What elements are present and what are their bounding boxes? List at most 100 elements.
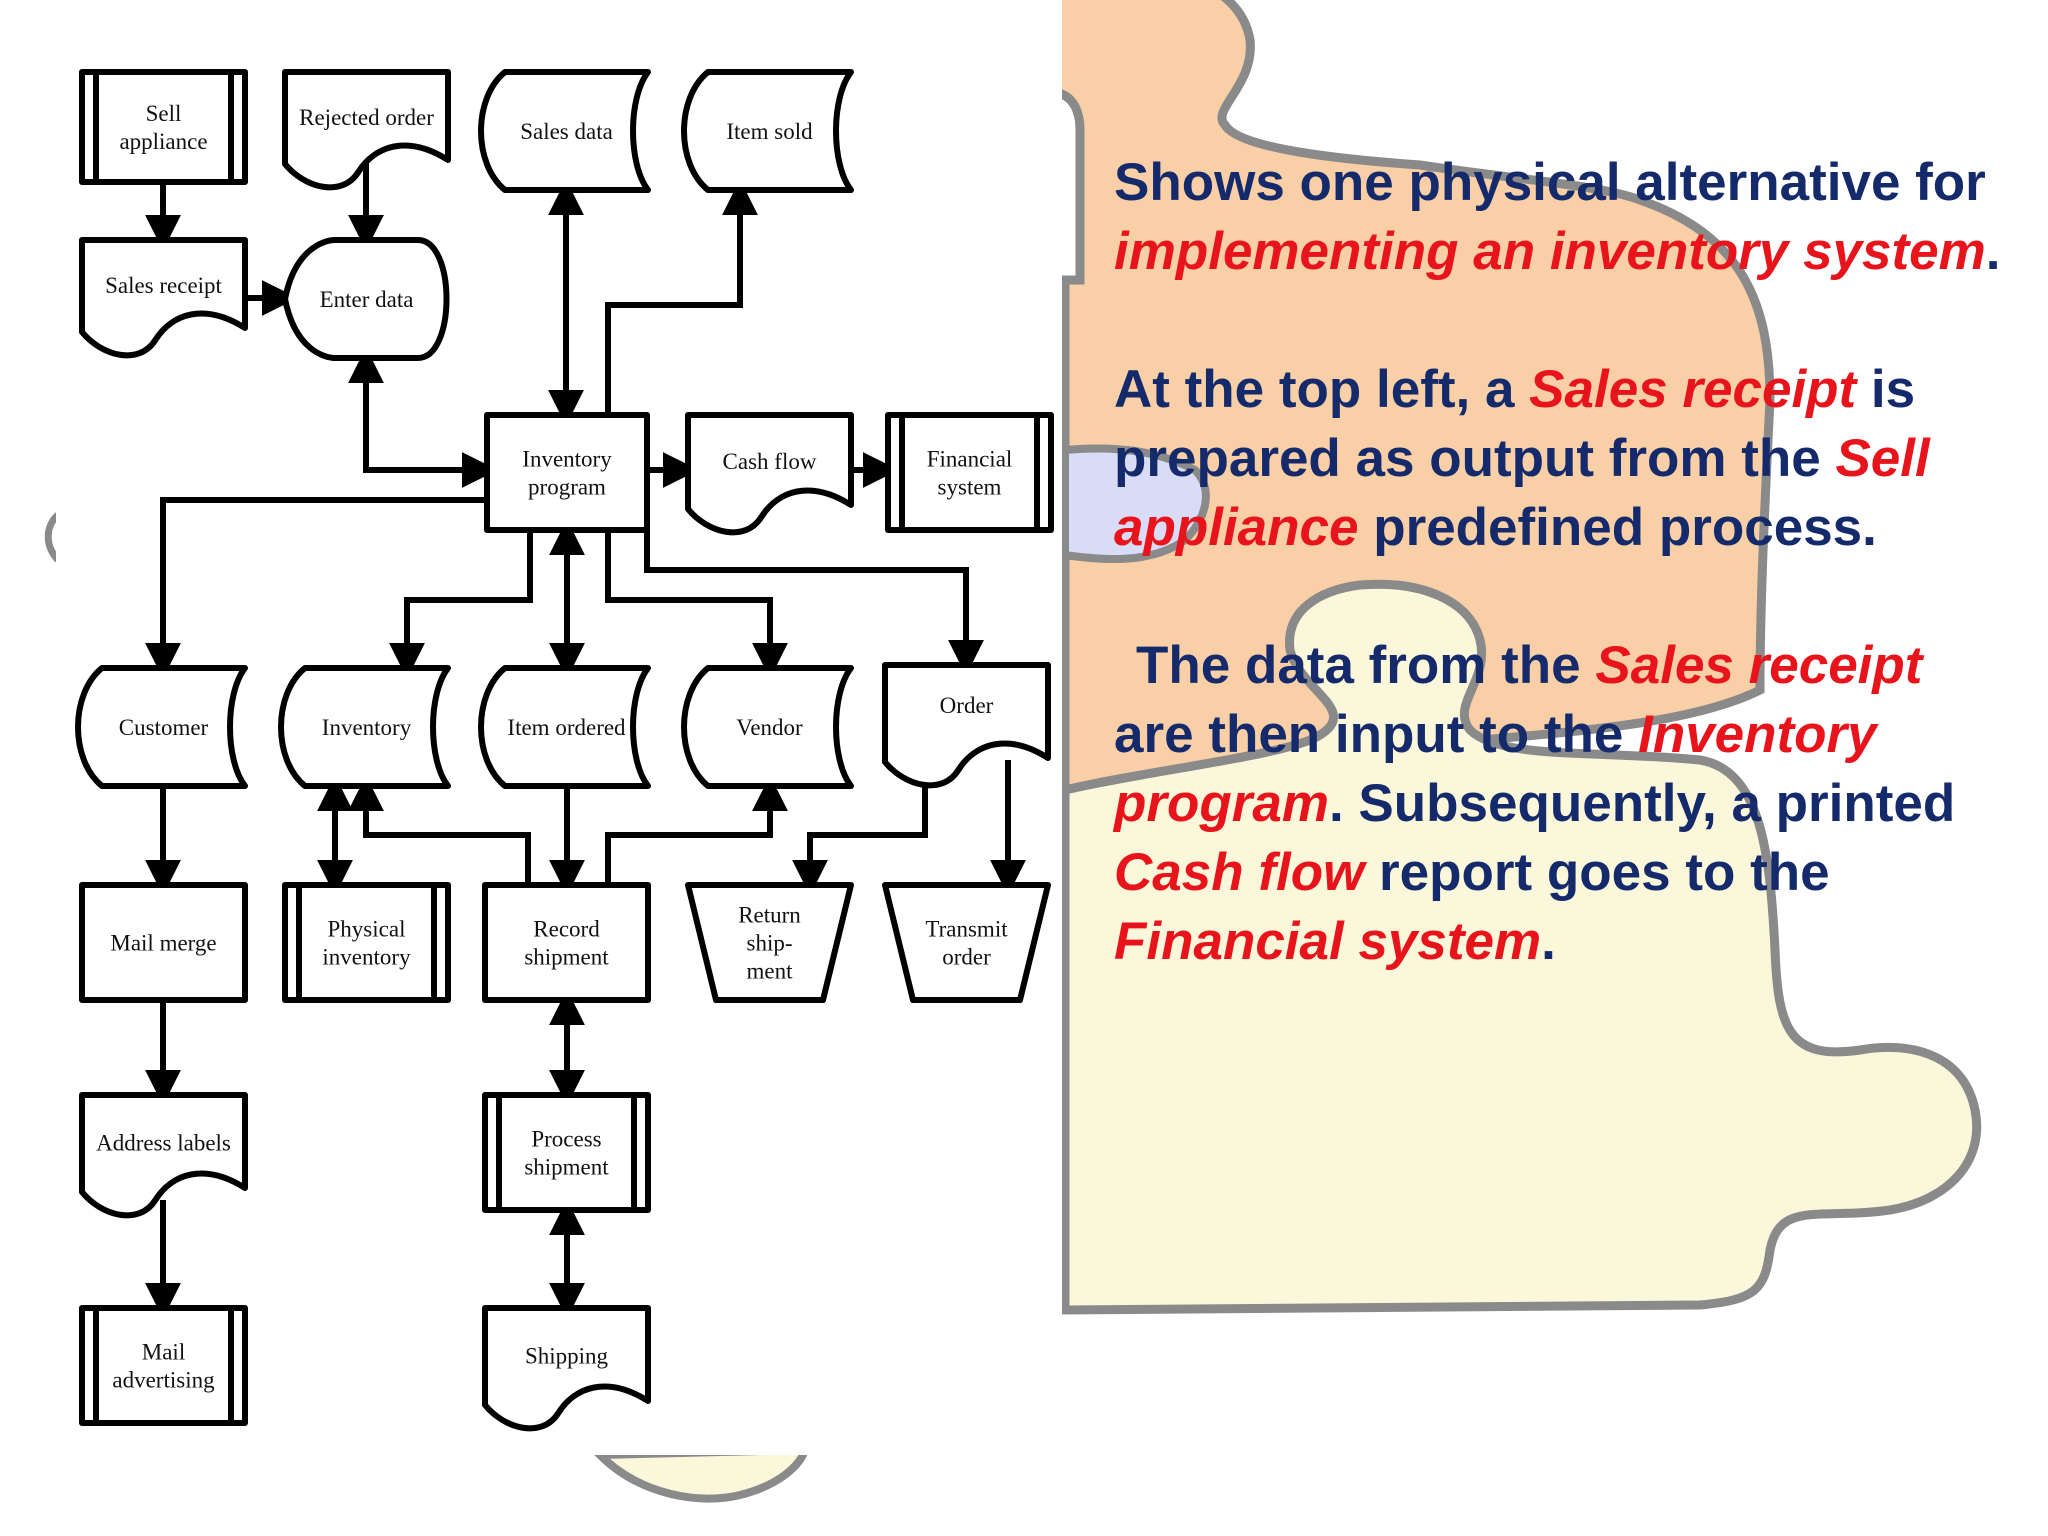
- puzzle-edge-left: [44, 512, 61, 563]
- vendor-node: Vendor: [681, 665, 854, 789]
- sales-receipt-label: Sales receipt: [105, 273, 222, 298]
- description-text: .: [1985, 222, 2001, 281]
- description-text: The data from the: [1136, 636, 1596, 695]
- puzzle-piece-blue: [1061, 444, 1210, 564]
- edge-inventory-program-to-item-sold: [605, 179, 758, 415]
- edge-inventory-program-to-order: [644, 520, 984, 676]
- vendor-label: Vendor: [736, 715, 803, 740]
- shipping-shape: [482, 1305, 651, 1432]
- order-node: Order: [882, 662, 1051, 789]
- return-shipment-label: Return: [738, 903, 801, 928]
- description-paragraph-2: At the top left, a Sales receipt is prep…: [1114, 355, 2014, 562]
- highlight-term: Financial system: [1114, 912, 1542, 971]
- highlight-term: Sales receipt: [1529, 360, 1857, 419]
- financial-system-shape: [885, 412, 1054, 533]
- process-shipment-label: shipment: [524, 1155, 609, 1180]
- highlight-term: Sell appliance: [1114, 429, 1930, 557]
- cash-flow-node: Cash flow: [685, 412, 854, 536]
- sell-appliance-shape: [79, 69, 248, 185]
- description-text: Shows one physical alternative for: [1114, 153, 1986, 212]
- edge-inventory-program-to-vendor: [605, 530, 788, 679]
- rejected-order-label: Rejected order: [299, 105, 434, 130]
- sales-receipt-shape: [79, 237, 248, 359]
- order-shape: [882, 662, 1051, 789]
- edge-enter-data-to-inventory-program: [348, 347, 498, 488]
- inventory-program-label: program: [528, 475, 606, 500]
- item-ordered-node: Item ordered: [478, 665, 651, 789]
- inventory-node: Inventory: [278, 665, 451, 789]
- item-sold-label: Item sold: [726, 119, 813, 144]
- edge-inventory-program-to-inventory: [389, 530, 533, 679]
- record-shipment-shape: [482, 882, 651, 1003]
- edge-record-shipment-to-vendor: [605, 775, 788, 885]
- vendor-shape: [681, 665, 854, 789]
- transmit-order-label: order: [942, 945, 991, 970]
- edge-order-to-return-shipment: [792, 780, 928, 896]
- item-ordered-shape: [478, 665, 651, 789]
- item-sold-shape: [681, 69, 854, 193]
- description-paragraph-3: The data from the Sales receipt are then…: [1114, 631, 2014, 976]
- process-shipment-shape: [482, 1092, 651, 1213]
- return-shipment-label: ment: [747, 959, 794, 984]
- transmit-order-node: Transmit order: [882, 882, 1051, 1003]
- enter-data-label: Enter data: [320, 287, 414, 312]
- highlight-term: implementing an inventory system: [1114, 222, 1986, 281]
- customer-label: Customer: [119, 715, 209, 740]
- mail-merge-node: Mail merge: [79, 882, 248, 1003]
- address-labels-shape: [79, 1092, 248, 1219]
- description-text: report goes to the: [1364, 843, 1830, 902]
- sales-data-node: Sales data: [478, 69, 651, 193]
- description-text: predefined process.: [1358, 498, 1877, 557]
- customer-node: Customer: [75, 665, 248, 789]
- process-shipment-label: Process: [531, 1127, 601, 1152]
- description-text: . Subsequently, a printed: [1328, 774, 1956, 833]
- financial-system-label: system: [938, 475, 1002, 500]
- enter-data-node: Enter data: [282, 237, 450, 361]
- description-text: are then input to the: [1114, 705, 1639, 764]
- mail-advertising-label: Mail: [142, 1340, 185, 1365]
- transmit-order-label: Transmit: [925, 917, 1008, 942]
- cash-flow-shape: [685, 412, 854, 536]
- shipping-node: Shipping: [482, 1305, 651, 1432]
- sell-appliance-label: Sell: [146, 101, 182, 126]
- highlight-term: Sales receipt: [1595, 636, 1923, 695]
- inventory-label: Inventory: [322, 715, 412, 740]
- puzzle-tab-bottom: [590, 1445, 811, 1503]
- inventory-program-shape: [484, 412, 650, 533]
- sales-data-shape: [478, 69, 651, 193]
- record-shipment-label: shipment: [524, 945, 609, 970]
- inventory-shape: [278, 665, 451, 789]
- transmit-order-shape: [882, 882, 1051, 1003]
- cash-flow-label: Cash flow: [723, 449, 817, 474]
- puzzle-piece-cream: [1060, 579, 1982, 1315]
- sell-appliance-node: Sell appliance: [79, 69, 248, 185]
- description-paragraph-1: Shows one physical alternative for imple…: [1114, 148, 2014, 286]
- physical-inventory-shape: [282, 882, 451, 1003]
- sales-data-label: Sales data: [520, 119, 613, 144]
- shipping-label: Shipping: [525, 1344, 609, 1369]
- mail-merge-label: Mail merge: [110, 931, 216, 956]
- description-text: .: [1541, 912, 1556, 971]
- address-labels-label: Address labels: [96, 1131, 231, 1156]
- return-shipment-label: ship-: [747, 931, 793, 956]
- rejected-order-shape: [282, 69, 451, 191]
- mail-advertising-shape: [79, 1305, 248, 1426]
- sell-appliance-label: appliance: [119, 129, 207, 154]
- rejected-order-node: Rejected order: [282, 69, 451, 191]
- enter-data-shape: [282, 237, 450, 361]
- edge-inventory-program-to-customer: [145, 497, 487, 679]
- process-shipment-node: Process shipment: [482, 1092, 651, 1213]
- physical-inventory-label: Physical: [328, 917, 406, 942]
- physical-inventory-node: Physical inventory: [282, 882, 451, 1003]
- mail-merge-shape: [79, 882, 248, 1003]
- sales-receipt-node: Sales receipt: [79, 237, 248, 359]
- description-panel: Shows one physical alternative for imple…: [1114, 148, 2014, 1045]
- highlight-term: Cash flow: [1114, 843, 1365, 902]
- physical-inventory-label: inventory: [322, 945, 411, 970]
- edge-record-shipment-to-inventory: [348, 775, 531, 885]
